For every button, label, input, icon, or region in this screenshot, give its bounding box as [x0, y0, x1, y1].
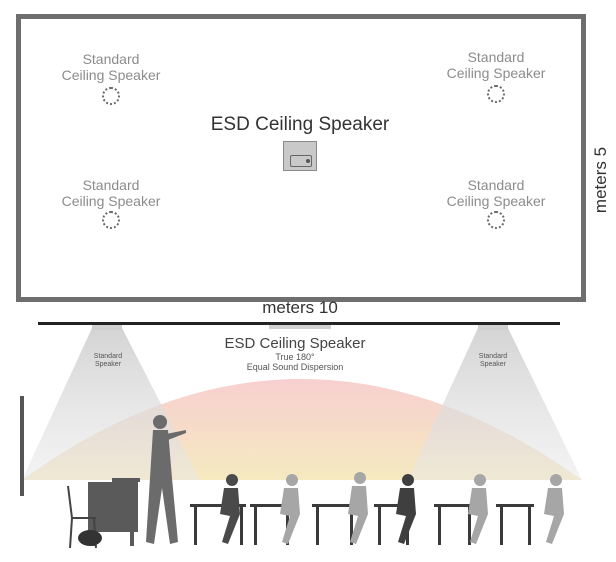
student-desk [434, 504, 474, 545]
bag [78, 530, 102, 546]
student-desk [312, 504, 356, 545]
esd-speaker-icon [283, 141, 317, 171]
classroom-side-view [20, 322, 582, 549]
right-speaker-cone [408, 328, 582, 480]
teacher-desk [88, 478, 140, 546]
speaker-label-top-left: Standard Ceiling Speaker [61, 51, 161, 83]
center-speaker-mount [269, 325, 331, 329]
room-plan: Standard Ceiling Speaker Standard Ceilin… [16, 14, 586, 302]
right-standard-speaker-label: Standard Speaker [478, 353, 508, 368]
student-row [190, 472, 564, 545]
room-height-label: meters 5 [591, 146, 610, 214]
student-desk [496, 504, 534, 545]
room-width-label: meters 10 [262, 298, 338, 317]
esd-dispersion-line2: Equal Sound Dispersion [246, 362, 344, 372]
right-speaker-mount [478, 325, 508, 330]
student-figure [468, 474, 488, 544]
student-figure [348, 472, 368, 544]
esd-dispersion-line1: True 180° [275, 352, 315, 362]
speaker-icon-top-right [487, 85, 505, 103]
speaker-label-top-right: Standard Ceiling Speaker [446, 49, 546, 81]
esd-speaker-title: ESD Ceiling Speaker [210, 114, 390, 135]
speaker-label-bottom-right: Standard Ceiling Speaker [446, 177, 546, 209]
speaker-icon-bottom-left [102, 211, 120, 229]
speaker-icon-top-left [102, 87, 120, 105]
student-figure [220, 474, 240, 544]
ceiling-line [38, 322, 560, 325]
student-figure [396, 474, 416, 544]
left-speaker-mount [92, 325, 122, 330]
student-desk [190, 504, 246, 545]
speaker-label-bottom-left: Standard Ceiling Speaker [61, 177, 161, 209]
esd-dispersion-title: ESD Ceiling Speaker [224, 335, 366, 352]
wall-board [20, 396, 24, 496]
student-figure [280, 474, 300, 544]
left-standard-speaker-label: Standard Speaker [93, 353, 123, 368]
speaker-icon-bottom-right [487, 211, 505, 229]
student-figure [544, 474, 564, 544]
teacher-figure [146, 415, 186, 544]
